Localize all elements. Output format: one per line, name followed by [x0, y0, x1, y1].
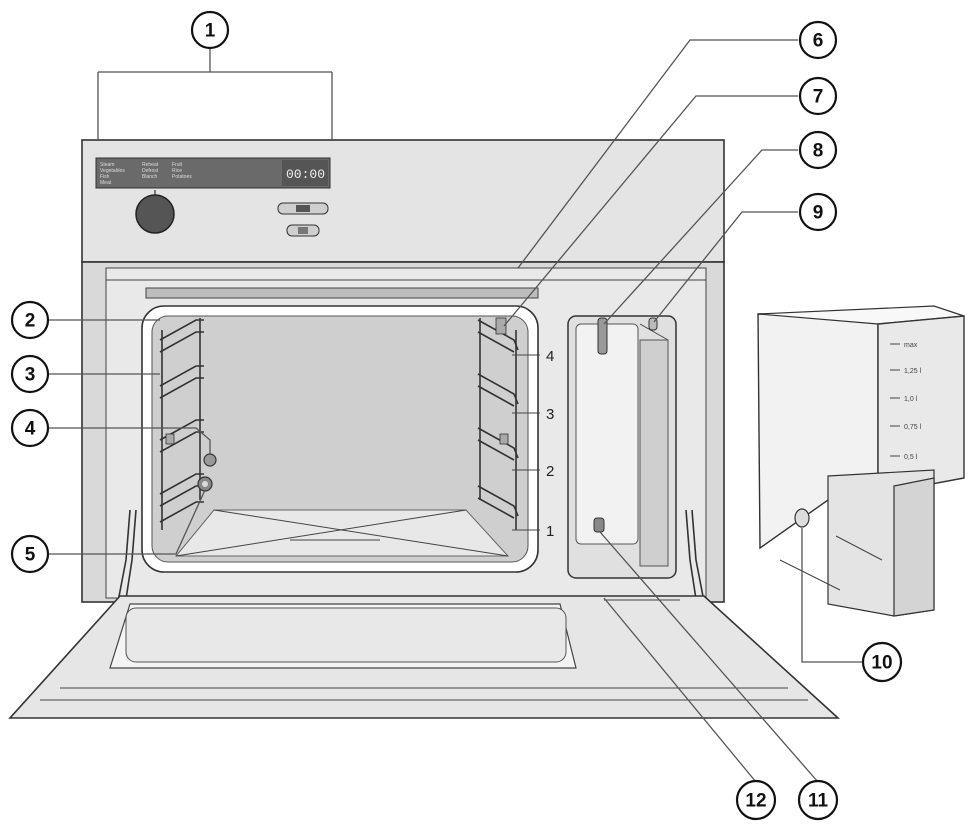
svg-text:10: 10: [871, 653, 892, 674]
scale-mark-label: 0,5 l: [904, 454, 918, 461]
shelf-level-label: 4: [546, 348, 554, 365]
callout-6: 6: [798, 20, 838, 60]
scale-mark-label: max: [904, 342, 918, 349]
menu-line: Rice: [172, 168, 182, 174]
leader-lines: [48, 39, 864, 783]
scale-mark-label: 0,75 l: [904, 424, 922, 431]
svg-text:2: 2: [25, 311, 36, 332]
callout-1: 1: [190, 10, 230, 50]
callout-3: 3: [10, 354, 50, 394]
shelf-runners-right: [477, 317, 519, 530]
time-display: 00:00: [286, 167, 325, 182]
shelf-runners-left: [159, 318, 217, 530]
svg-text:3: 3: [25, 365, 36, 386]
menu-line: Steam: [100, 162, 114, 168]
selector-knob[interactable]: [135, 194, 175, 234]
callout-2: 2: [10, 300, 50, 340]
door-hinges: [115, 509, 707, 613]
water-container-compartment: [567, 315, 677, 579]
menu-line: Meat: [100, 180, 112, 186]
callout-12: 12: [735, 779, 777, 821]
svg-text:8: 8: [813, 141, 824, 162]
temperature-sensor: [203, 453, 217, 467]
water-container: max 1,25 l 1,0 l 0,75 l 0,5 l: [757, 305, 965, 617]
svg-text:12: 12: [745, 791, 766, 812]
svg-text:9: 9: [813, 203, 824, 224]
svg-text:4: 4: [25, 419, 36, 440]
control-panel: Steam Vegetables Fish Meat Reheat Defros…: [81, 139, 725, 263]
scale-mark-label: 1,0 l: [904, 396, 918, 403]
menu-line: Defrost: [142, 168, 159, 174]
menu-line: Blanch: [142, 174, 158, 180]
menu-line: Reheat: [142, 162, 159, 168]
menu-line: Fish: [100, 174, 110, 180]
menu-line: Potatoes: [172, 174, 192, 180]
svg-text:7: 7: [813, 87, 824, 108]
menu-line: Vegetables: [100, 168, 125, 174]
callout-5: 5: [10, 534, 50, 574]
oven-door: [8, 595, 841, 719]
shelf-level-label: 3: [546, 406, 554, 423]
callout-7: 7: [798, 76, 838, 116]
callout-11: 11: [797, 779, 839, 821]
svg-text:5: 5: [25, 545, 36, 566]
water-outlet: [593, 517, 605, 533]
callout-9: 9: [798, 192, 838, 232]
shelf-level-label: 1: [546, 523, 554, 540]
callout-10: 10: [861, 641, 903, 683]
container-valve: [794, 508, 810, 528]
shelf-level-label: 2: [546, 463, 554, 480]
svg-text:11: 11: [808, 791, 829, 812]
connector: [597, 317, 608, 355]
callout-4: 4: [10, 408, 50, 448]
svg-text:6: 6: [813, 31, 824, 52]
menu-line: Fruit: [172, 162, 183, 168]
scale-mark-label: 1,25 l: [904, 368, 922, 375]
callout-8: 8: [798, 130, 838, 170]
svg-text:1: 1: [205, 21, 216, 42]
